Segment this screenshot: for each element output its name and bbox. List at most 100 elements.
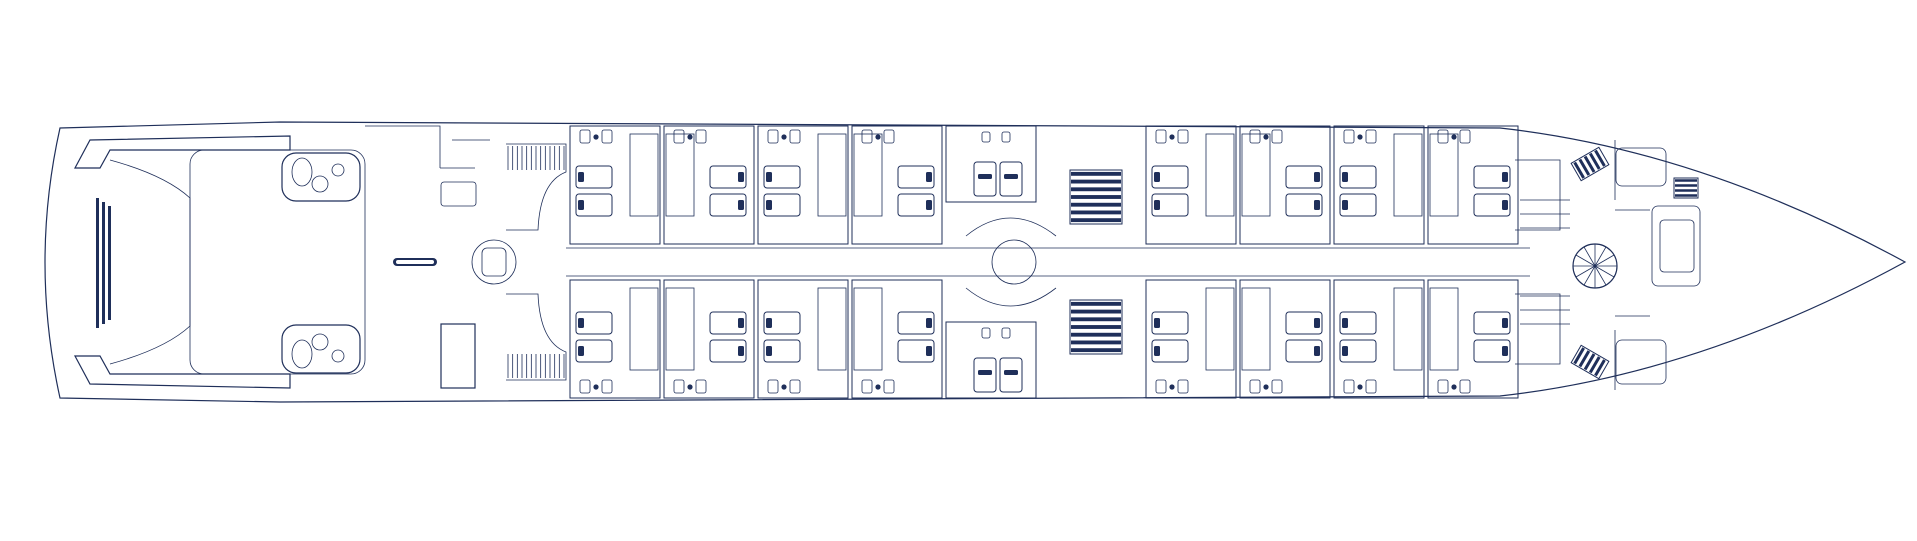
berth <box>709 165 747 189</box>
berth <box>763 339 801 363</box>
center-cabin-top <box>945 125 1037 203</box>
stair-step <box>1071 179 1121 184</box>
berth <box>1339 339 1377 363</box>
berth <box>897 193 935 217</box>
lobby-table <box>440 181 477 207</box>
cabin-bathroom <box>665 133 695 217</box>
stair-step <box>1675 194 1697 197</box>
lamp <box>1263 384 1269 390</box>
berth-pillow <box>1004 370 1018 375</box>
bow-stripes-top <box>1520 199 1570 229</box>
spiral-step <box>1575 265 1596 278</box>
lounger-frame <box>1570 344 1610 380</box>
berth <box>1285 193 1323 217</box>
lamp <box>781 384 787 390</box>
berth <box>1339 311 1377 335</box>
bow-lounge-seat <box>1659 219 1695 273</box>
berth <box>1285 165 1323 189</box>
cabin-outline <box>1427 279 1519 399</box>
stair-features <box>507 146 1699 380</box>
cabin-outline <box>1239 125 1331 245</box>
nightstand <box>1271 379 1283 394</box>
stair-frame <box>1069 169 1123 225</box>
cabin-bathroom <box>1429 287 1459 371</box>
stair-frame <box>1673 177 1699 199</box>
deck-structure <box>44 121 1907 403</box>
cabin-bathroom <box>817 133 847 217</box>
cabin-top-4 <box>851 125 943 245</box>
berth-pillow <box>978 174 992 179</box>
lamp <box>781 134 787 140</box>
center-cabin-bottom <box>945 321 1037 399</box>
lounger-slat <box>1583 353 1596 371</box>
bow-cabin-bottom <box>1615 339 1667 385</box>
nightstand <box>695 379 707 394</box>
nightstand <box>981 327 991 339</box>
berth <box>897 339 935 363</box>
bow-stair <box>1673 177 1699 199</box>
nightstand <box>601 379 613 394</box>
nightstand <box>1343 129 1355 144</box>
cabin-outline <box>757 279 849 399</box>
stern-inner-curve <box>109 159 191 365</box>
berth <box>1473 165 1511 189</box>
berth-pillow <box>1154 200 1160 210</box>
stair-step <box>1071 171 1121 176</box>
cabin-bathroom <box>817 287 847 371</box>
stair-step <box>1071 340 1121 345</box>
nightstand <box>1155 379 1167 394</box>
nightstand <box>981 131 991 143</box>
bow-corridor <box>1614 140 1650 390</box>
nightstand <box>1177 129 1189 144</box>
cabin-outline <box>1145 279 1237 399</box>
nightstand <box>1177 379 1189 394</box>
cabin-outline <box>569 279 661 399</box>
stair-step <box>1675 179 1697 182</box>
atrium-round-seat <box>991 239 1037 285</box>
nightstand <box>883 129 895 144</box>
berth-pillow <box>978 370 992 375</box>
lamp <box>1357 134 1363 140</box>
lamp <box>1357 384 1363 390</box>
atrium-top-curve <box>965 217 1057 237</box>
cabin-outline <box>663 125 755 245</box>
cabin-outline <box>569 125 661 245</box>
center-stair-bottom <box>1069 299 1123 355</box>
cabin-bottom-5 <box>1145 279 1237 399</box>
cabin-blocks <box>569 125 1519 399</box>
berth-pillow <box>766 200 772 210</box>
berth <box>575 311 613 335</box>
cabin-outline <box>1333 279 1425 399</box>
berth-pillow <box>1502 172 1508 182</box>
berth <box>1473 339 1511 363</box>
berth-pillow <box>1314 172 1320 182</box>
cabin-outline <box>1333 125 1425 245</box>
berth <box>709 311 747 335</box>
berth-pillow <box>578 200 584 210</box>
berth <box>763 193 801 217</box>
berth-pillow <box>738 200 744 210</box>
cabin-outline <box>851 279 943 399</box>
nightstand <box>1459 129 1471 144</box>
berth <box>1285 311 1323 335</box>
cabin-bottom-1 <box>569 279 661 399</box>
lamp <box>593 134 599 140</box>
hull-outline <box>44 121 1907 403</box>
berth <box>1285 339 1323 363</box>
spiral-step <box>1594 265 1615 278</box>
berth <box>763 165 801 189</box>
lounger-slat <box>1578 350 1591 368</box>
berth-pillow <box>578 172 584 182</box>
stair-step <box>1071 348 1121 353</box>
stern-wing-bottom <box>73 355 291 389</box>
nightstand <box>1437 379 1449 394</box>
lounger-slat <box>1583 155 1596 173</box>
stair-step <box>1071 187 1121 192</box>
cabin-outline <box>851 125 943 245</box>
stair-step <box>1071 218 1121 223</box>
cabin-outline <box>1239 279 1331 399</box>
cabin-top-3 <box>757 125 849 245</box>
berth-pillow <box>578 346 584 356</box>
nightstand <box>579 379 591 394</box>
